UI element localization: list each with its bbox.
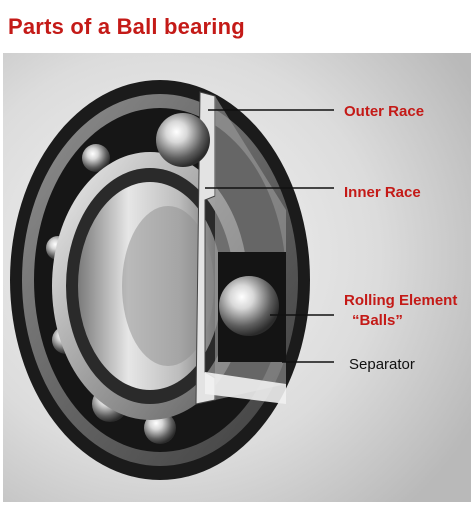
separator-label: Separator: [349, 356, 415, 373]
outer-race-label: Outer Race: [344, 103, 425, 120]
rolling-element-balls-label: “Balls”: [352, 312, 403, 329]
inner-race-label: Inner Race: [344, 184, 421, 201]
rolling-element-label: Rolling Element: [344, 292, 458, 309]
ball-shape: [144, 412, 176, 444]
bearing-photo-area: [0, 50, 474, 505]
bearing-illustration: [0, 50, 474, 505]
diagram-title: Parts of a Ball bearing: [8, 14, 245, 39]
top-ball-shape: [156, 113, 210, 167]
rolling-element-ball-shape: [219, 276, 279, 336]
ball-shape: [82, 144, 110, 172]
